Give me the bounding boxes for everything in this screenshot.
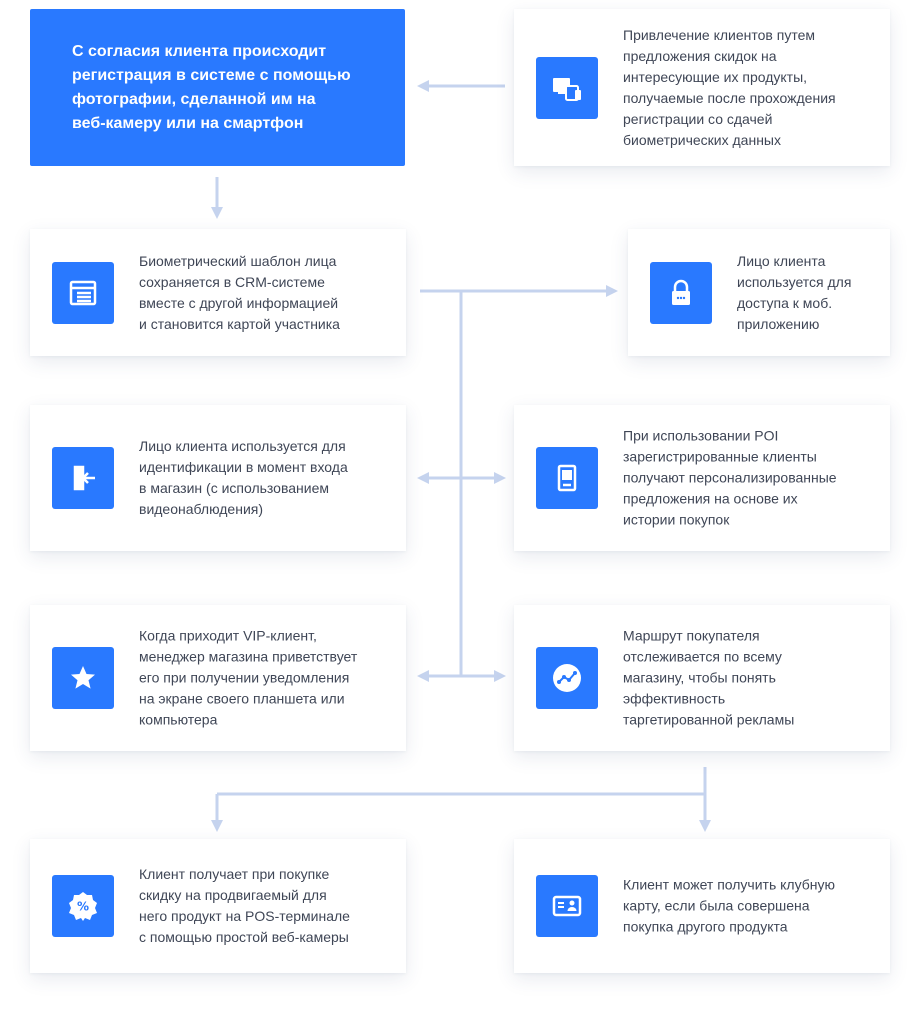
entrance-card: Лицо клиента используется для идентифика… [30,405,406,551]
crm-card: Биометрический шаблон лица сохраняется в… [30,229,406,356]
arrowhead [417,670,429,682]
poi-card: При использовании POI зарегистрированные… [514,405,890,551]
mobile-access-text: Лицо клиента используется для доступа к … [737,252,852,332]
arrowhead [211,207,223,219]
mobile-access-card: Лицо клиента используется для доступа к … [628,229,890,356]
percent-badge-icon: % [52,875,114,937]
door-enter-icon [52,447,114,509]
browser-list-icon [52,261,114,324]
kiosk-icon [536,447,598,509]
arrowhead [699,820,711,832]
route-icon [536,647,598,709]
arrowhead [494,670,506,682]
arrowhead [417,472,429,484]
vip-text: Когда приходит VIP-клиент, менеджер мага… [139,627,358,728]
vip-card: Когда приходит VIP-клиент, менеджер мага… [30,605,406,751]
route-card: Маршрут покупателя отслеживается по всем… [514,605,890,751]
arrowhead [211,820,223,832]
club-card-text: Клиент может получить клубную карту, есл… [623,876,836,935]
route-text: Маршрут покупателя отслеживается по всем… [623,627,795,728]
registration-text: С согласия клиента происходит регистраци… [72,42,351,132]
attraction-card: Привлечение клиентов путем предложения с… [514,9,890,166]
registration-box: С согласия клиента происходит регистраци… [30,9,405,166]
member-card-icon [536,875,598,937]
devices-icon [536,56,598,119]
lock-icon [650,261,712,324]
arrowhead [417,80,429,92]
star-icon [52,647,114,709]
svg-text:%: % [77,900,89,914]
discount-card: % Клиент получает при покупке скидку на … [30,839,406,973]
attraction-text: Привлечение клиентов путем предложения с… [623,26,836,148]
crm-text: Биометрический шаблон лица сохраняется в… [139,252,340,332]
poi-text: При использовании POI зарегистрированные… [623,427,837,528]
arrowhead [494,472,506,484]
discount-text: Клиент получает при покупке скидку на пр… [139,866,350,945]
entrance-text: Лицо клиента используется для идентифика… [139,438,348,517]
club-card-card: Клиент может получить клубную карту, есл… [514,839,890,973]
arrowhead [606,285,618,297]
